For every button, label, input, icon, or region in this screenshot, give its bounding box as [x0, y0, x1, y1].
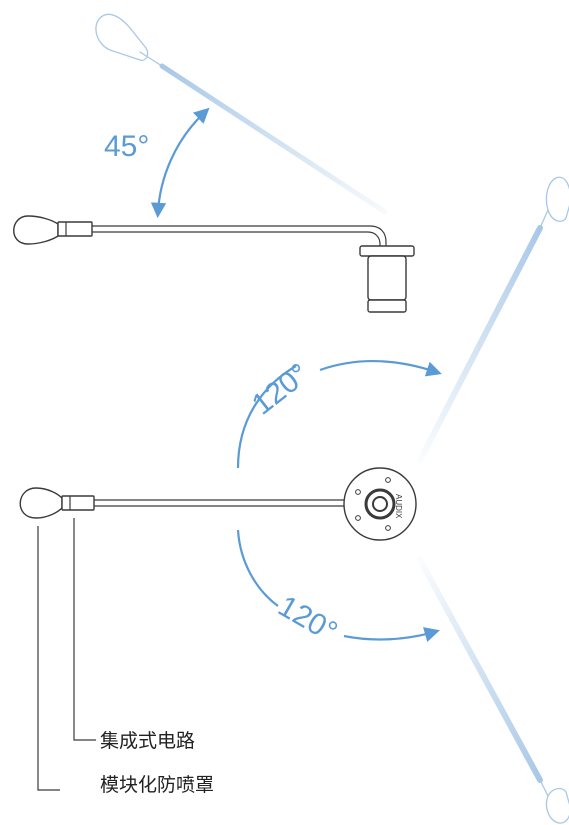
- swing-down-arc-upper: [236, 529, 279, 607]
- integrated-circuit-label: 集成式电路: [100, 730, 195, 752]
- top-view-microphone: [19, 487, 372, 519]
- swing-up-arc-arrow: [319, 360, 442, 377]
- swing-down-arc-arrow: [343, 627, 440, 642]
- modular-windscreen-label: 模块化防喷罩: [100, 774, 214, 796]
- swing-down-angle-label: 120°: [273, 589, 343, 649]
- tilt-angle-label: 45°: [104, 130, 149, 163]
- side-view-microphone: [13, 215, 415, 313]
- ghost-microphone-tilted: [95, 13, 388, 215]
- tilt-arc-arrow: [150, 107, 210, 219]
- round-mount-base: AUDIX: [343, 467, 417, 541]
- swing-up-arc-lower: [236, 365, 297, 469]
- circuit-leader-line: [73, 518, 96, 741]
- ghost-microphone-down: [417, 557, 569, 824]
- swing-up-angle-label: 120°: [246, 357, 315, 421]
- windscreen-leader-line: [37, 526, 60, 791]
- audix-logo: AUDIX: [394, 494, 403, 519]
- ghost-microphone-up: [417, 176, 569, 463]
